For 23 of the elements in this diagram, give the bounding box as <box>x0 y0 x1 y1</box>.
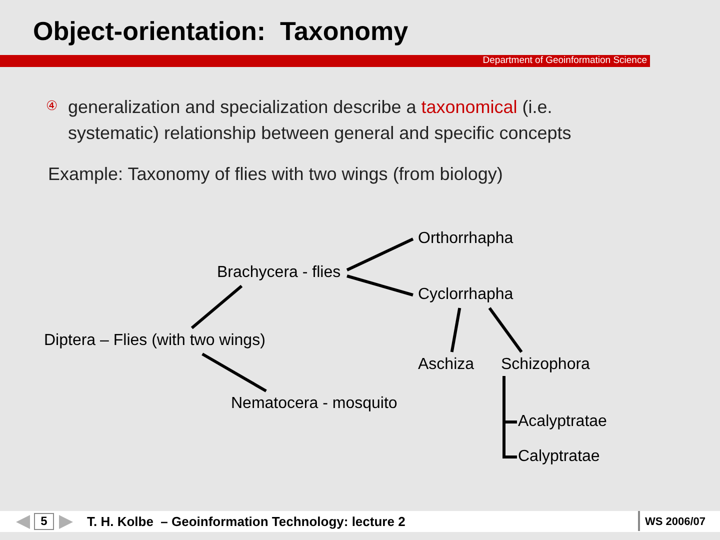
tree-line <box>346 238 414 272</box>
page-number: 5 <box>34 513 54 530</box>
tree-line <box>346 274 414 296</box>
bullet-text: generalization and specialization describe a taxonomical (i.e. systematic) relationship between general and specific concepts <box>68 96 572 145</box>
tree-line <box>202 352 267 392</box>
semester-text: WS 2006/07 <box>645 515 706 530</box>
taxon-label: Acalyptratae <box>518 413 607 431</box>
taxon-label: Brachycera - flies <box>217 264 341 282</box>
taxon-label: Aschiza <box>418 356 474 374</box>
bullet-symbol: ④ <box>46 98 58 116</box>
taxon-label: Diptera – Flies (with two wings) <box>44 332 266 350</box>
tree-line <box>190 284 243 330</box>
department-name: Department of Geoinformation Science <box>482 55 647 67</box>
slide-title: Object-orientation: Taxonomy <box>33 15 408 48</box>
example-text: Example: Taxonomy of flies with two wings (from biology) <box>48 163 503 186</box>
tree-line <box>488 307 523 353</box>
taxon-label: Nematocera - mosquito <box>231 395 398 413</box>
taxon-label: Schizophora <box>501 356 590 374</box>
tree-line <box>450 308 462 352</box>
taxon-label: Orthorrhapha <box>418 230 514 248</box>
taxon-label: Cyclorrhapha <box>418 286 514 304</box>
footer-text: T. H. Kolbe – Geoinformation Technology: lecture 2 <box>87 513 406 530</box>
taxon-label: Calyptratae <box>518 448 600 466</box>
